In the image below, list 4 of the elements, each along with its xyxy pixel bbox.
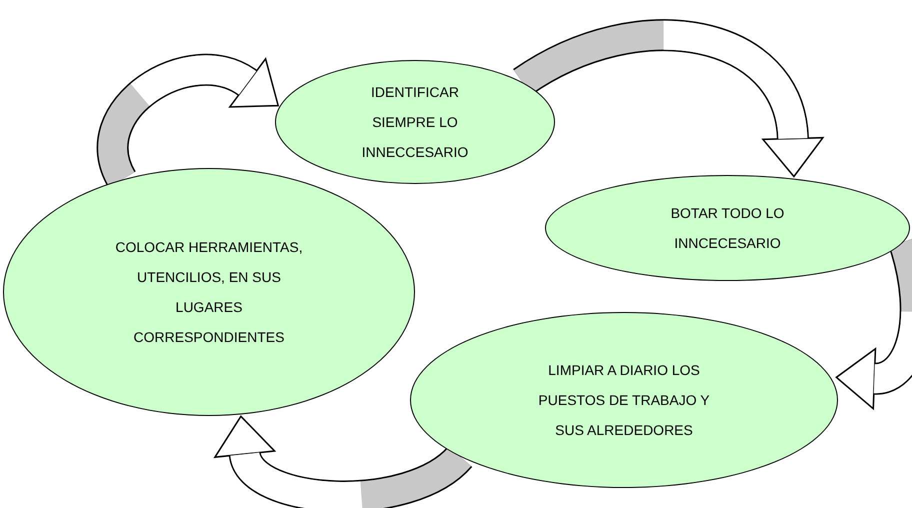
- node-label: BOTAR TODO LO INNCECESARIO: [670, 204, 786, 253]
- node-label: IDENTIFICAR SIEMPRE LO INNECCESARIO: [360, 83, 470, 162]
- node-label: LIMPIAR A DIARIO LOS PUESTOS DE TRABAJO Y SUS ALREDEDORES: [537, 361, 711, 440]
- node-label: COLOCAR HERRAMIENTAS, UTENCILIOS, EN SUS LUGARES CORRESPONDIENTES: [114, 238, 304, 347]
